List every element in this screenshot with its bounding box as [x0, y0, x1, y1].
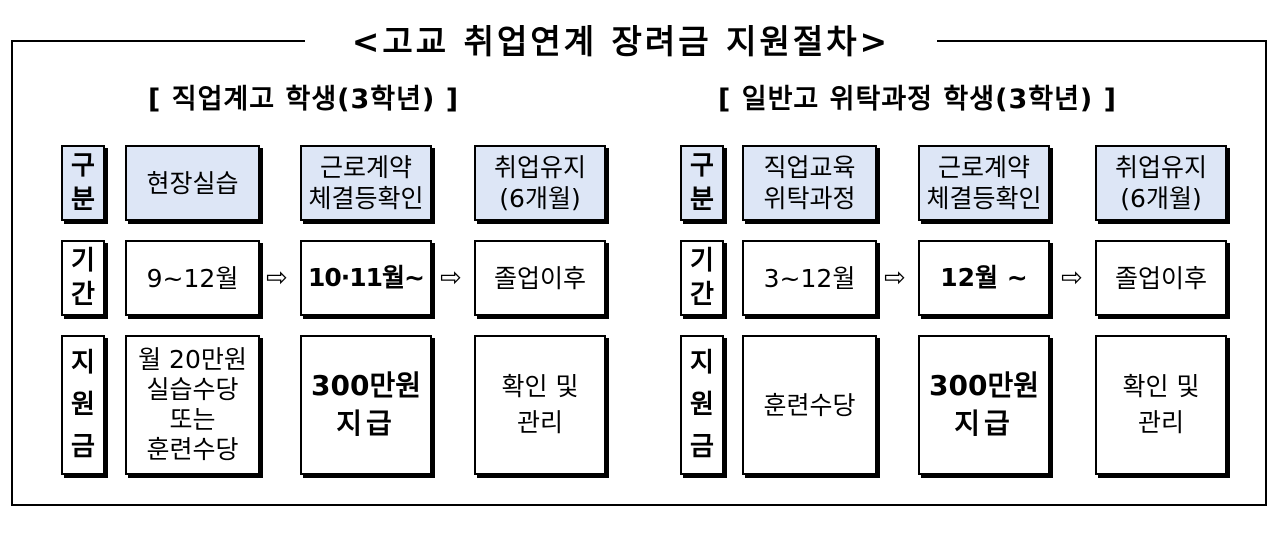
left-stage-3-type: 취업유지(6개월)	[474, 145, 606, 221]
right-arrow-2: ⇨	[1061, 263, 1083, 293]
left-stage-3-period: 졸업이후	[474, 240, 606, 316]
right-stage-3-type: 취업유지(6개월)	[1095, 145, 1227, 221]
right-heading: [ 일반고 위탁과정 학생(3학년) ]	[718, 84, 1117, 115]
left-arrow-1: ⇨	[266, 263, 288, 293]
right-stage-1-period: 3~12월	[742, 240, 877, 316]
left-heading: [ 직업계고 학생(3학년) ]	[148, 84, 460, 115]
left-stage-1-period: 9~12월	[125, 240, 260, 316]
right-stage-3-period: 졸업이후	[1095, 240, 1227, 316]
right-stage-1-support: 훈련수당	[742, 335, 877, 475]
right-arrow-1: ⇨	[884, 263, 906, 293]
right-stage-2-period: 12월 ~	[918, 240, 1050, 316]
left-stage-1-type: 현장실습	[125, 145, 260, 221]
left-arrow-2: ⇨	[440, 263, 462, 293]
diagram-title: <고교 취업연계 장려금 지원절차>	[305, 22, 937, 62]
left-stage-2-period: 10·11월~	[300, 240, 432, 316]
